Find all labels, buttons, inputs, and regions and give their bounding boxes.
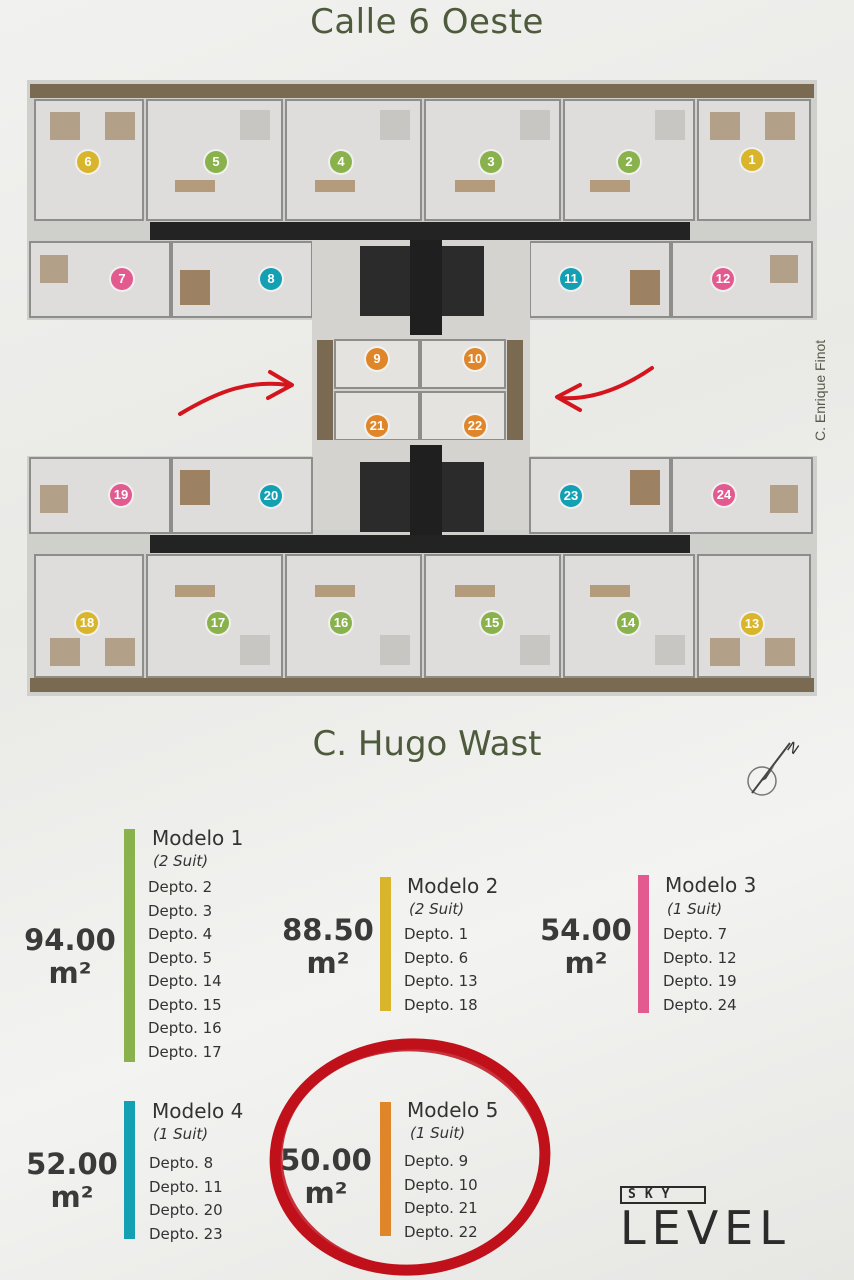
model-3-depto-list: Depto. 7 Depto. 12 Depto. 19 Depto. 24 (663, 923, 737, 1017)
unit-marker-12[interactable]: 12 (712, 268, 734, 290)
depto-item: Depto. 3 (148, 901, 213, 920)
unit-marker-14[interactable]: 14 (617, 612, 639, 634)
depto-item: Depto. 24 (663, 995, 737, 1014)
model-4-color-bar (124, 1101, 135, 1239)
unit-marker-7[interactable]: 7 (111, 268, 133, 290)
arrow-left-head (266, 370, 294, 400)
bottom-inner-apartments (29, 457, 813, 534)
logo-bottom-text: LEVEL (620, 1201, 791, 1255)
bottom-corridor (150, 535, 690, 553)
top-apartments (34, 99, 811, 221)
model-1-title: Modelo 1 (152, 826, 244, 850)
model-5-depto-list: Depto. 9 Depto. 10 Depto. 21 Depto. 22 (404, 1150, 478, 1244)
street-label-top: Calle 6 Oeste (310, 2, 544, 42)
top-corridor (150, 222, 690, 240)
highlight-circle (269, 1038, 551, 1276)
unit-marker-23[interactable]: 23 (560, 485, 582, 507)
unit-marker-10[interactable]: 10 (464, 348, 486, 370)
depto-item: Depto. 17 (148, 1042, 222, 1061)
unit-marker-1[interactable]: 1 (741, 149, 763, 171)
logo-top-text: SKY (620, 1186, 706, 1204)
unit-marker-11[interactable]: 11 (560, 268, 582, 290)
model-3-color-bar (638, 875, 649, 1013)
center-apartments (317, 339, 523, 441)
model-3-title: Modelo 3 (665, 873, 757, 897)
model-1-subtitle: (2 Suit) (153, 852, 209, 870)
unit-marker-4[interactable]: 4 (330, 151, 352, 173)
depto-item: Depto. 18 (404, 995, 478, 1014)
unit-marker-18[interactable]: 18 (76, 612, 98, 634)
depto-item: Depto. 22 (404, 1222, 478, 1241)
unit-marker-17[interactable]: 17 (207, 612, 229, 634)
unit-marker-20[interactable]: 20 (260, 485, 282, 507)
model-3-subtitle: (1 Suit) (667, 900, 723, 918)
elevator-top (440, 246, 484, 316)
model-2-depto-list: Depto. 1 Depto. 6 Depto. 13 Depto. 18 (404, 923, 478, 1017)
model-2-subtitle: (2 Suit) (409, 900, 465, 918)
core-corridor-bottom (410, 445, 442, 537)
model-4-title: Modelo 4 (152, 1099, 244, 1123)
model-4-subtitle: (1 Suit) (153, 1125, 209, 1143)
stair-bottom (360, 462, 412, 532)
core-corridor-top (410, 240, 442, 335)
compass-icon: N (747, 739, 802, 796)
street-label-bottom: C. Hugo Wast (312, 724, 542, 764)
model-1-depto-list: Depto. 2 Depto. 3 Depto. 4 Depto. 5 Dept… (148, 876, 222, 1064)
depto-item: Depto. 9 (404, 1152, 469, 1170)
bottom-planter-strip (30, 678, 814, 692)
model-4-depto-list: Depto. 8 Depto. 11 Depto. 20 Depto. 23 (149, 1152, 223, 1246)
unit-marker-9[interactable]: 9 (366, 348, 388, 370)
depto-item: Depto. 1 (404, 925, 469, 943)
depto-item: Depto. 7 (663, 925, 728, 943)
unit-marker-22[interactable]: 22 (464, 415, 486, 437)
unit-marker-6[interactable]: 6 (77, 151, 99, 173)
unit-marker-13[interactable]: 13 (741, 613, 763, 635)
model-5-title: Modelo 5 (407, 1098, 499, 1122)
unit-marker-8[interactable]: 8 (260, 268, 282, 290)
model-1-color-bar (124, 829, 135, 1062)
unit-marker-21[interactable]: 21 (366, 415, 388, 437)
elevator-bottom (440, 462, 484, 532)
depto-item: Depto. 10 (404, 1175, 478, 1194)
depto-item: Depto. 5 (148, 948, 213, 967)
unit-marker-3[interactable]: 3 (480, 151, 502, 173)
model-5-subtitle: (1 Suit) (410, 1124, 466, 1142)
top-planter-strip (30, 84, 814, 98)
floor-plan (27, 80, 817, 696)
stair-top-left (360, 246, 412, 316)
depto-item: Depto. 21 (404, 1199, 478, 1217)
unit-marker-16[interactable]: 16 (330, 612, 352, 634)
model-2-title: Modelo 2 (407, 874, 499, 898)
unit-marker-24[interactable]: 24 (713, 484, 735, 506)
unit-marker-19[interactable]: 19 (110, 484, 132, 506)
depto-item: Depto. 16 (148, 1019, 222, 1037)
depto-item: Depto. 23 (149, 1224, 223, 1243)
depto-item: Depto. 11 (149, 1177, 223, 1196)
model-2-color-bar (380, 877, 391, 1011)
depto-item: Depto. 8 (149, 1154, 214, 1172)
depto-item: Depto. 20 (149, 1201, 223, 1219)
depto-item: Depto. 14 (148, 972, 222, 990)
sky-level-logo: SKY LEVEL (620, 1186, 810, 1256)
arrow-right-head (555, 383, 582, 412)
depto-item: Depto. 2 (148, 878, 213, 896)
depto-item: Depto. 15 (148, 995, 222, 1014)
arrow-left (178, 381, 290, 416)
unit-marker-2[interactable]: 2 (618, 151, 640, 173)
unit-marker-15[interactable]: 15 (481, 612, 503, 634)
arrow-right (558, 366, 654, 401)
depto-item: Depto. 6 (404, 948, 469, 967)
depto-item: Depto. 19 (663, 972, 737, 990)
unit-marker-5[interactable]: 5 (205, 151, 227, 173)
compass-north-label: N (784, 739, 802, 758)
model-5-color-bar (380, 1102, 391, 1236)
depto-item: Depto. 4 (148, 925, 213, 943)
depto-item: Depto. 13 (404, 972, 478, 990)
depto-item: Depto. 12 (663, 948, 737, 967)
